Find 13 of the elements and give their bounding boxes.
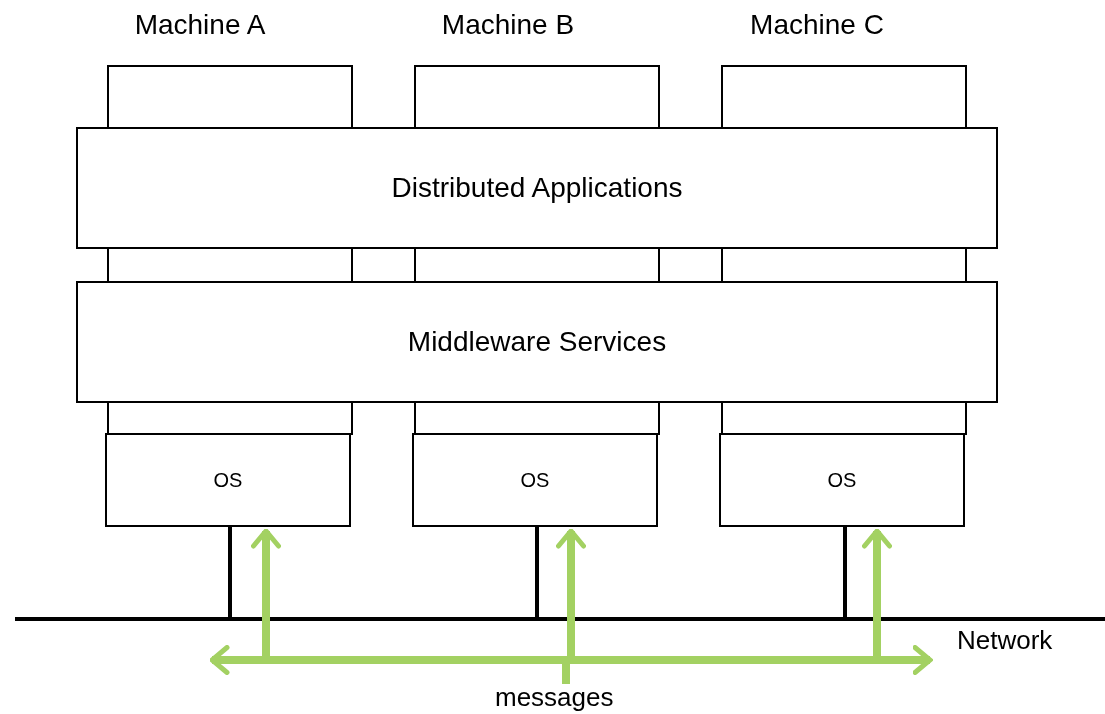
machine-label: Machine B (441, 9, 575, 41)
machine-label: Machine C (750, 9, 884, 41)
connector-line (228, 527, 232, 617)
network-label: Network (957, 625, 1053, 656)
layer-band: Middleware Services (76, 281, 998, 403)
connector-line (535, 527, 539, 617)
connector-line (843, 527, 847, 617)
machine-label: Machine A (134, 9, 266, 41)
messages-label: messages (495, 682, 614, 713)
os-box: OS (412, 433, 658, 527)
os-box: OS (719, 433, 965, 527)
layer-band: Distributed Applications (76, 127, 998, 249)
os-box: OS (105, 433, 351, 527)
